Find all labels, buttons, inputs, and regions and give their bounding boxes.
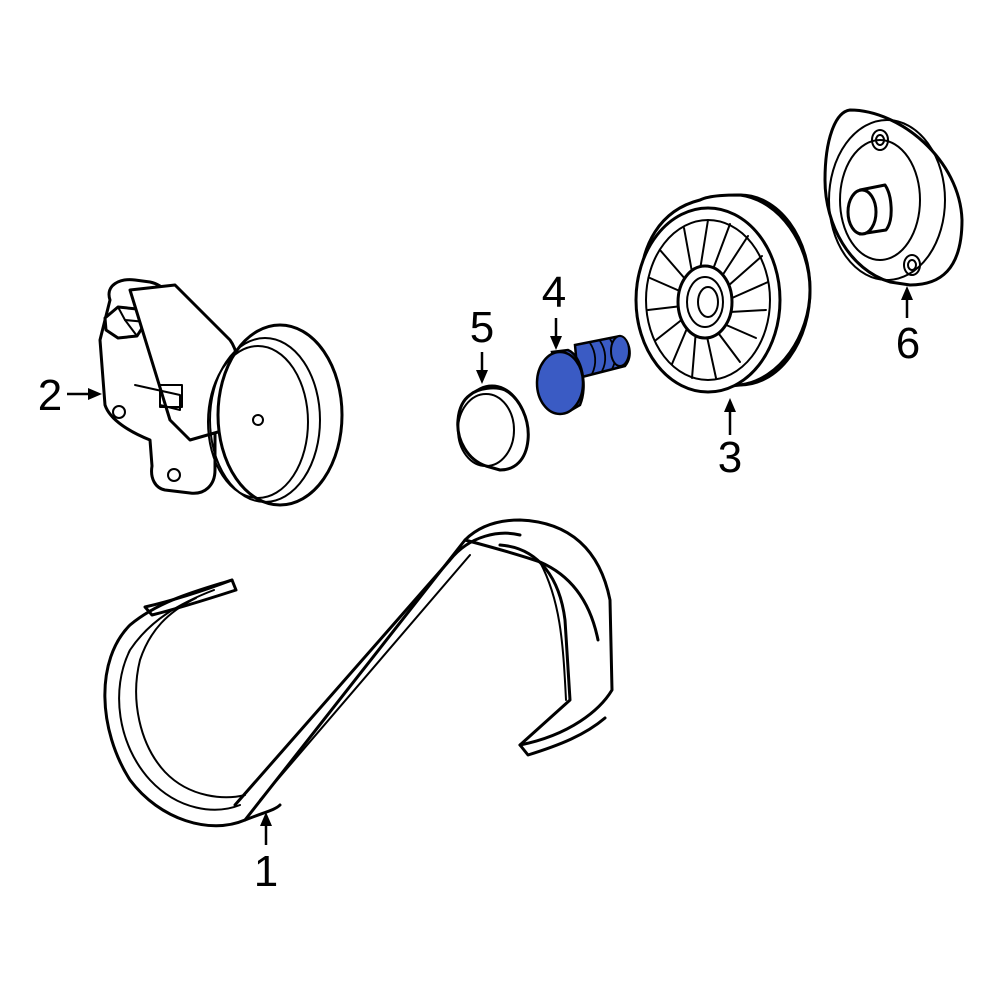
- callout-5: 5: [470, 303, 494, 352]
- callout-4: 4: [542, 268, 566, 317]
- callout-3: 3: [718, 433, 742, 482]
- part-2-tensioner[interactable]: [98, 278, 344, 507]
- part-5-cap[interactable]: [456, 384, 530, 472]
- callout-1: 1: [254, 847, 278, 896]
- part-4-bolt[interactable]: [535, 334, 631, 416]
- part-3-idler-pulley[interactable]: [634, 193, 812, 394]
- part-1-belt[interactable]: [103, 518, 614, 828]
- callout-leaders: [67, 286, 913, 845]
- callout-6: 6: [896, 319, 920, 368]
- part-6-plate[interactable]: [823, 108, 964, 287]
- callout-2: 2: [38, 371, 62, 420]
